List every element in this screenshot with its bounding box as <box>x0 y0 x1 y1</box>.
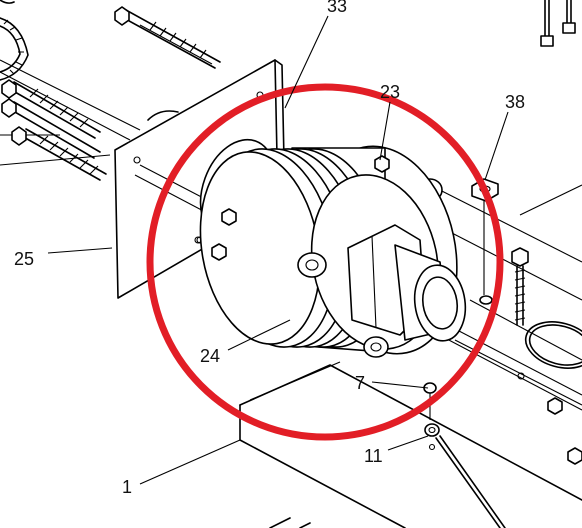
long-bolts <box>1 6 221 181</box>
highlight-circle <box>146 83 504 441</box>
callout-23: 23 <box>380 82 400 102</box>
callout-11: 11 <box>364 446 383 466</box>
drum-assembly <box>199 145 467 358</box>
belt-pulley-fragment <box>0 0 29 81</box>
callout-1: 1 <box>122 477 132 497</box>
small-fasteners <box>423 382 506 528</box>
callout-33: 33 <box>327 0 347 16</box>
callout-25: 25 <box>14 249 34 269</box>
hex-nuts <box>194 155 582 465</box>
o-ring <box>524 321 582 369</box>
callout-38: 38 <box>505 92 525 112</box>
callout-7: 7 <box>355 373 365 393</box>
wire-connector <box>540 0 576 47</box>
leader-lines <box>47 15 509 485</box>
callout-24: 24 <box>200 346 220 366</box>
frame-rails <box>0 59 582 406</box>
vertical-bolt <box>511 247 529 326</box>
callout-labels: 33 23 38 25 24 7 11 1 <box>14 0 525 497</box>
base-block <box>239 361 582 528</box>
